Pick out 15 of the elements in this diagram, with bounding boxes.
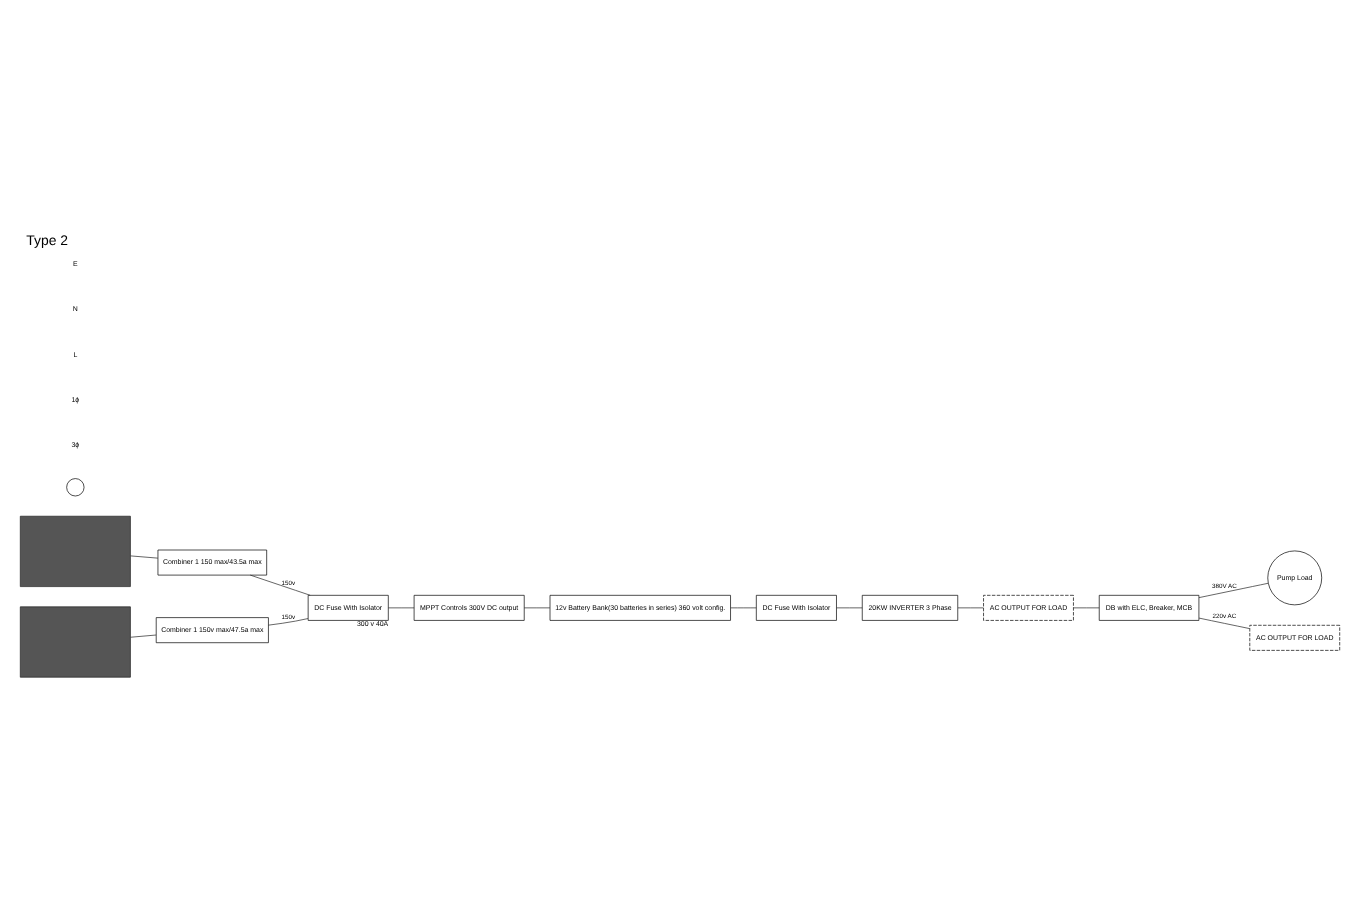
- connector: [730, 606, 757, 608]
- connector: [1073, 606, 1100, 608]
- connector: [1198, 581, 1269, 597]
- connector: [130, 633, 157, 637]
- node-circle: [66, 477, 85, 496]
- connector: [1198, 616, 1250, 628]
- connector: [523, 606, 551, 608]
- connector: [957, 606, 984, 608]
- connector: [249, 573, 311, 595]
- node-box: [19, 514, 131, 586]
- node-box: [19, 605, 131, 677]
- connector: [268, 617, 309, 625]
- connector: [130, 554, 159, 558]
- connector: [388, 606, 415, 608]
- connector: [836, 606, 863, 608]
